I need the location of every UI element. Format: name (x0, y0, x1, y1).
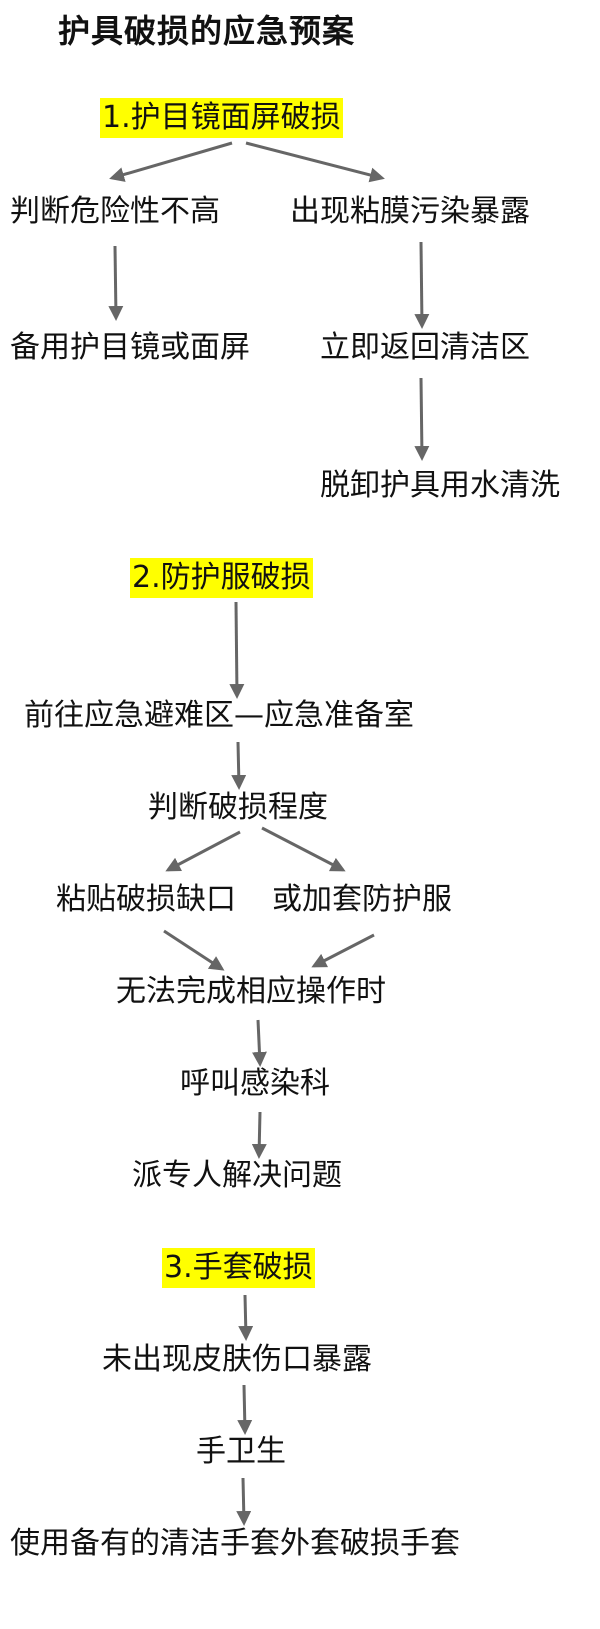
arrow-n2c-to-n2e (163, 929, 225, 971)
arrow-n1a-to-n1c (108, 245, 124, 321)
node-cannot-complete: 无法完成相应操作时 (116, 974, 386, 1009)
node-call-infection-dept: 呼叫感染科 (180, 1066, 330, 1101)
arrow-s1-to-n1a (109, 141, 233, 182)
arrow-n1b-to-n1d (414, 241, 430, 329)
arrow-n3b-to-n3c (236, 1477, 252, 1526)
node-return-clean-zone: 立即返回清洁区 (320, 330, 530, 365)
node-remove-and-rinse: 脱卸护具用水清洗 (320, 468, 560, 503)
node-add-suit: 或加套防护服 (272, 882, 452, 917)
node-emergency-room: 前往应急避难区—应急准备室 (24, 698, 414, 733)
node-no-skin-wound: 未出现皮肤伤口暴露 (102, 1342, 372, 1377)
node-spare-goggles: 备用护目镜或面屏 (10, 330, 250, 365)
arrow-n2b-to-n2c (165, 830, 241, 872)
arrow-s1-to-n1b (245, 141, 385, 183)
section-gloves: 3.手套破损 (162, 1248, 315, 1288)
section-protective-suit: 2.防护服破损 (130, 558, 313, 598)
arrow-n3a-to-n3b (237, 1384, 253, 1435)
node-mucosa-exposure: 出现粘膜污染暴露 (290, 194, 530, 229)
arrow-n1d-to-n1e (414, 377, 430, 461)
arrow-n2f-to-n2g (251, 1111, 267, 1159)
arrow-s2-to-n2a (229, 601, 245, 699)
node-dispatch-staff: 派专人解决问题 (132, 1158, 342, 1193)
arrow-n2a-to-n2b (231, 741, 247, 790)
node-low-risk: 判断危险性不高 (10, 194, 220, 229)
arrow-n2e-to-n2f (251, 1019, 267, 1067)
arrow-n2b-to-n2d (261, 826, 346, 872)
node-patch-breach: 粘贴破损缺口 (56, 882, 236, 917)
node-assess-damage: 判断破损程度 (148, 790, 328, 825)
section-goggles-face-shield: 1.护目镜面屏破损 (100, 98, 343, 138)
arrow-n2d-to-n2e (311, 933, 375, 968)
page-title: 护具破损的应急预案 (58, 12, 356, 50)
node-clean-glove-over: 使用备有的清洁手套外套破损手套 (10, 1526, 460, 1561)
arrow-s3-to-n3a (238, 1294, 254, 1341)
node-hand-hygiene: 手卫生 (196, 1434, 286, 1469)
